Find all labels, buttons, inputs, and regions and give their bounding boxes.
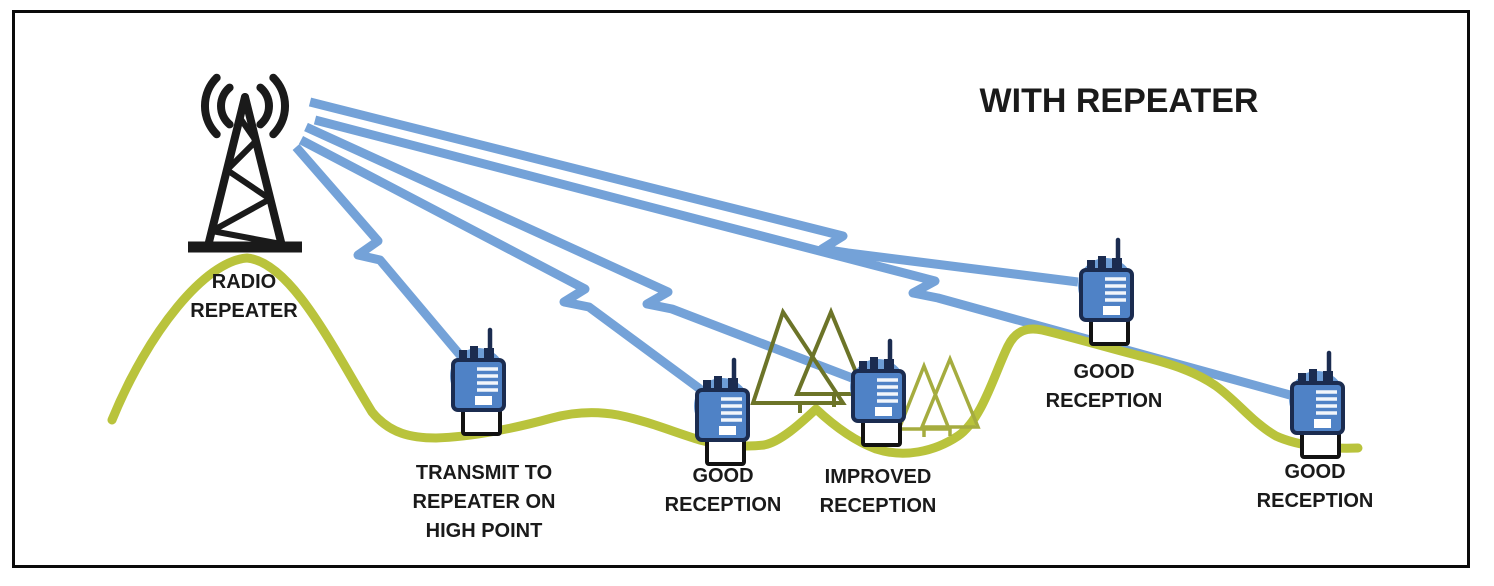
transmit-label-line3: HIGH POINT [425,520,543,542]
improved-reception-label: IMPROVED RECEPTION [820,463,937,521]
improved-reception-line2: RECEPTION [819,495,937,517]
repeater-tower-icon [188,73,302,253]
signal-line-to-good-reception-2 [308,97,1079,287]
portable-radio-icon-good-1 [694,360,750,464]
transmit-label-line2: REPEATER ON [412,491,556,513]
radio-repeater-label-line1: RADIO [211,271,277,293]
good-reception-2-line1: GOOD [1073,361,1135,383]
good-reception-1-line2: RECEPTION [664,494,782,516]
diagram-frame [12,10,1470,568]
portable-radio-icon-transmit [450,330,506,434]
pine-tree-large-1 [750,307,847,413]
good-reception-label-3: GOOD RECEPTION [1257,458,1374,516]
transmit-label: TRANSMIT TO REPEATER ON HIGH POINT [413,459,556,546]
terrain-line [107,253,1363,458]
good-reception-3-line2: RECEPTION [1256,490,1374,512]
diagram-title: WITH REPEATER [979,82,1259,120]
pine-trees [750,306,981,437]
good-reception-1-line1: GOOD [692,465,754,487]
good-reception-3-line1: GOOD [1284,461,1346,483]
improved-reception-line1: IMPROVED [824,466,932,488]
signal-line-to-good-reception-1 [298,136,703,393]
signal-line-to-transmit-radio [292,144,464,358]
pine-tree-small-2 [919,354,981,436]
good-reception-2-line2: RECEPTION [1045,390,1163,412]
portable-radio-icon-good-2 [1078,240,1134,344]
good-reception-label-1: GOOD RECEPTION [665,462,782,520]
portable-radio-icon-improved [850,341,906,445]
pine-tree-large-2 [794,306,868,407]
signal-lines [292,97,1292,400]
transmit-label-line1: TRANSMIT TO [415,462,553,484]
radio-repeater-label: RADIO REPEATER [190,268,297,326]
signal-line-to-improved-reception [304,122,854,383]
tower-structure [188,93,302,253]
good-reception-label-2: GOOD RECEPTION [1046,358,1163,416]
radio-repeater-label-line2: REPEATER [190,300,298,322]
pine-tree-small-1 [896,361,952,437]
radio-waves-icon [200,73,290,139]
